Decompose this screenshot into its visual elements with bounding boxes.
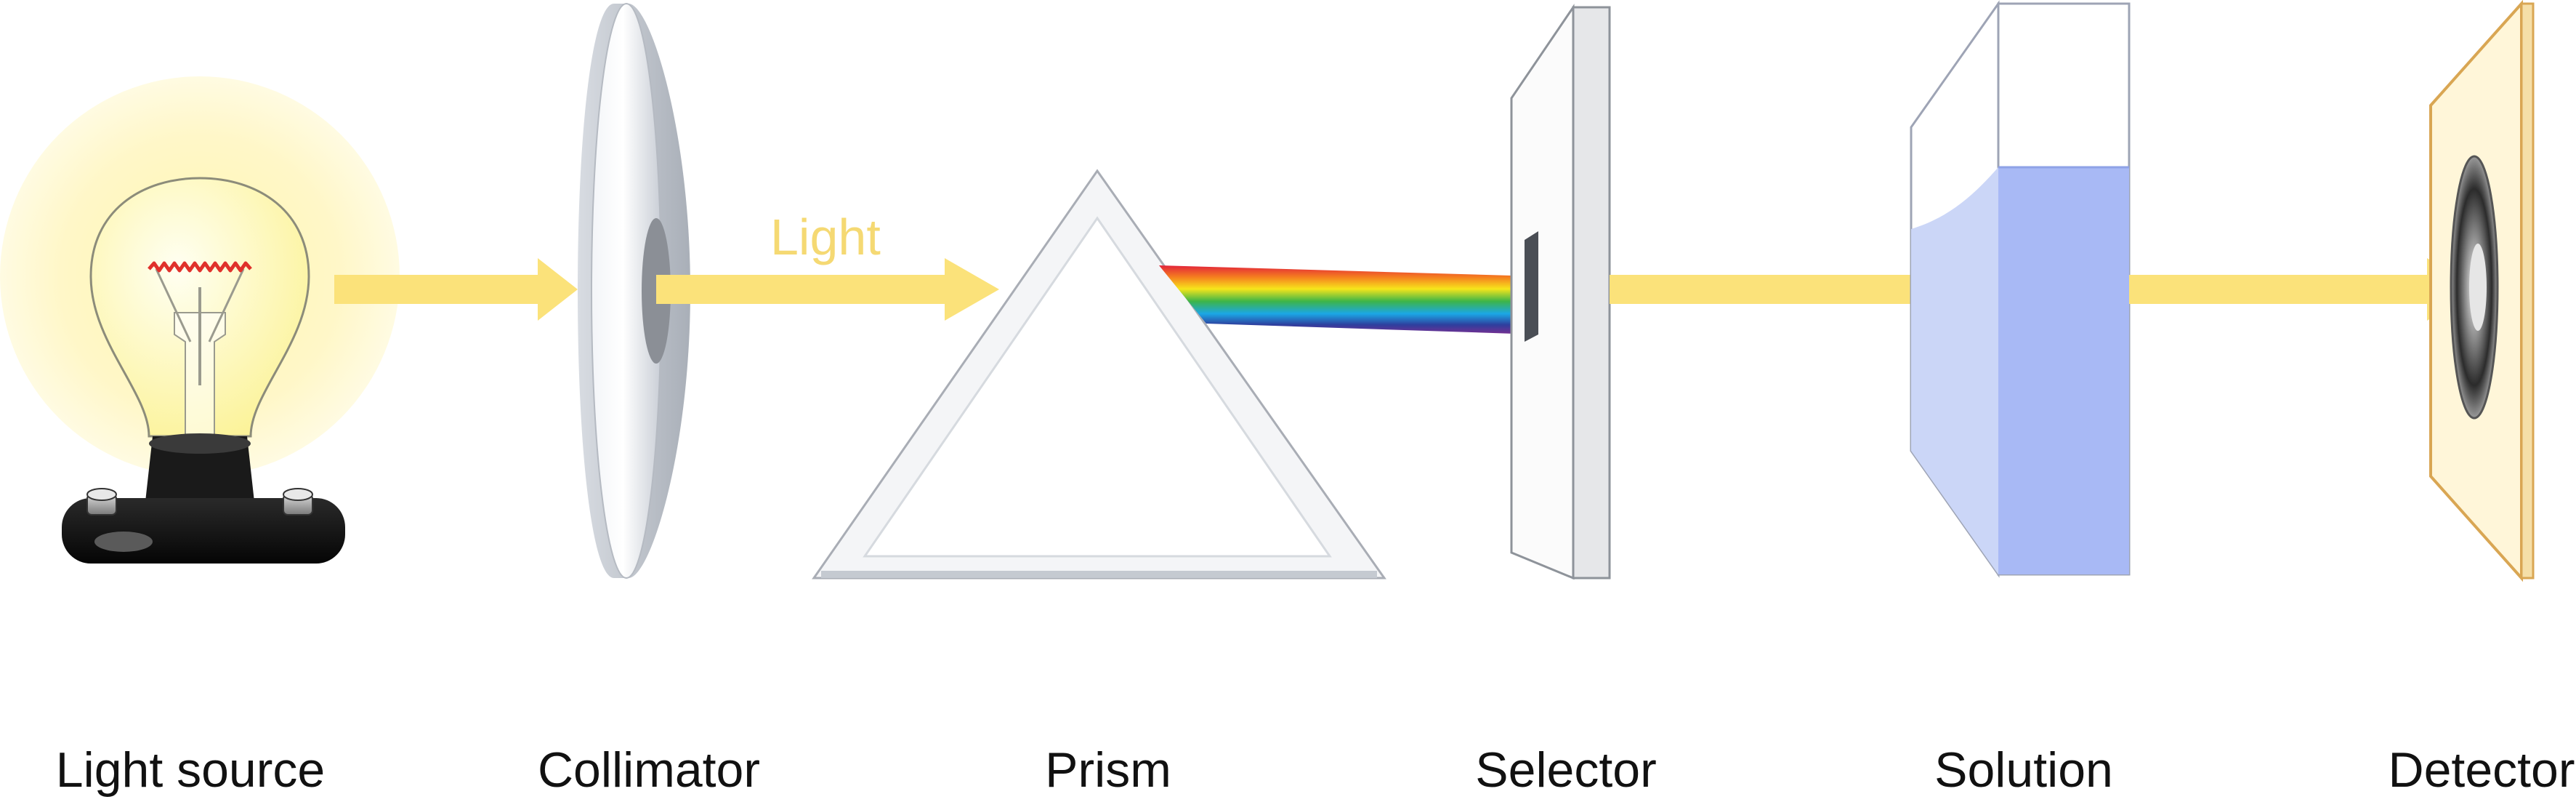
label-detector: Detector (2389, 742, 2575, 798)
screw-right-icon (283, 488, 313, 516)
label-prism: Prism (1045, 742, 1171, 798)
prism (812, 169, 1386, 580)
label-collimator: Collimator (538, 742, 760, 798)
base-highlight (94, 532, 153, 552)
socket-rim (149, 433, 251, 454)
beam-arrow-4 (2129, 258, 2478, 321)
detector-sensor-core (2469, 244, 2487, 331)
beam-arrow-3 (1610, 258, 1962, 321)
selector-slit (1525, 231, 1538, 342)
collimator (578, 3, 690, 579)
light-source (0, 76, 400, 564)
detector-edge (2520, 2, 2535, 580)
selector-face (1510, 4, 1575, 580)
solution-liquid-front (1911, 167, 1998, 574)
selector-side (1572, 6, 1611, 580)
label-selector: Selector (1475, 742, 1656, 798)
detector (2429, 0, 2535, 582)
filament-icon (148, 261, 252, 273)
solution-cuvette (1910, 0, 2131, 578)
selector (1510, 4, 1611, 580)
screw-left-icon (86, 488, 117, 516)
beam-label: Light (770, 209, 881, 265)
beam-arrow-1 (334, 258, 578, 321)
spectrum-band (1159, 265, 1537, 334)
bulb-socket (145, 436, 254, 502)
prism-inner (863, 216, 1332, 558)
solution-liquid (1998, 167, 2129, 574)
filament-wire-left (155, 268, 192, 342)
filament-wire-right (208, 268, 245, 342)
label-solution: Solution (1934, 742, 2113, 798)
label-light-source: Light source (56, 742, 325, 798)
beam-arrow-2 (656, 258, 999, 321)
